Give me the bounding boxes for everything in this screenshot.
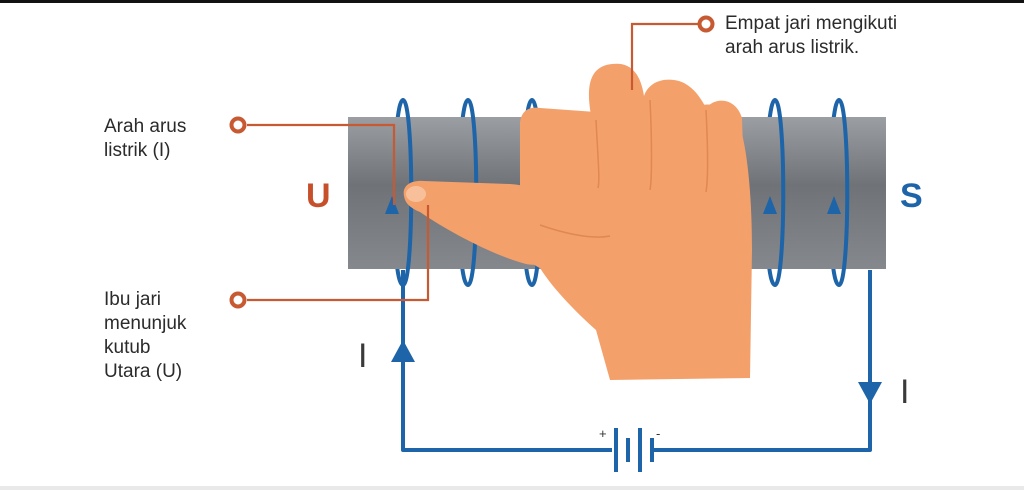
circuit-arrow-up xyxy=(391,340,415,362)
label-fingers-line-1: Empat jari mengikuti xyxy=(725,13,898,34)
label-thumb-line-2: menunjuk xyxy=(104,313,187,334)
label-thumb-line-4: Utara (U) xyxy=(104,361,183,382)
bottom-border xyxy=(0,486,1024,490)
label-fingers: Empat jari mengikuti arah arus listrik. xyxy=(725,12,897,60)
label-current-line-2: listrik (I) xyxy=(104,140,171,161)
south-pole-label: S xyxy=(900,177,923,215)
battery-minus-sign: - xyxy=(656,426,661,441)
label-thumb: Ibu jari menunjuk kutub Utara (U) xyxy=(104,288,186,384)
callout-dot-thumb xyxy=(229,291,247,309)
top-border xyxy=(0,0,1024,3)
coil-arrow-up-3 xyxy=(827,196,841,214)
battery-plus-sign: + xyxy=(599,426,607,441)
north-pole-label: U xyxy=(306,177,331,215)
callout-line-fingers xyxy=(630,22,699,90)
callout-dot-current xyxy=(229,116,247,134)
current-label-right: I xyxy=(900,373,910,411)
label-current-line-1: Arah arus xyxy=(104,116,187,137)
coil-arrow-up-1 xyxy=(385,196,399,214)
hand-illustration xyxy=(403,63,752,380)
coil-arrow-up-2 xyxy=(763,196,777,214)
current-label-left: I xyxy=(358,337,368,375)
callout-dot-fingers xyxy=(697,15,715,33)
circuit-arrow-down xyxy=(858,382,882,404)
callout-line-current xyxy=(247,123,396,205)
label-fingers-line-2: arah arus listrik. xyxy=(725,37,860,58)
label-current-direction: Arah arus listrik (I) xyxy=(104,115,186,163)
battery-icon xyxy=(614,428,654,472)
callout-line-thumb xyxy=(247,205,430,302)
circuit-wire xyxy=(401,270,872,452)
label-thumb-line-1: Ibu jari xyxy=(104,289,162,310)
label-thumb-line-3: kutub xyxy=(104,337,151,358)
